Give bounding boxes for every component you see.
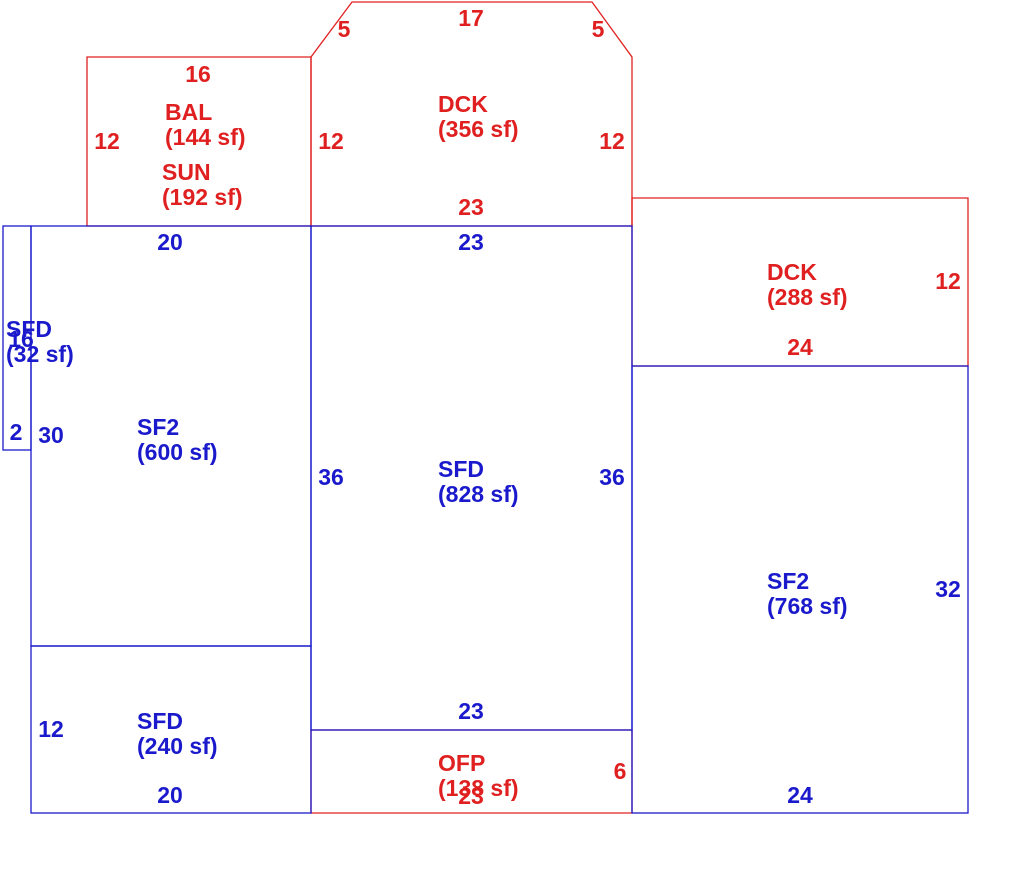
top-deck-area: (356 sf): [438, 116, 519, 142]
dimension-labels: 16 12 5 17 5 12 12 23 12 24 20 30 16 2 2…: [8, 5, 961, 809]
dim-sf2-left-side: 30: [38, 422, 64, 448]
dim-dck-bottom: 23: [458, 194, 484, 220]
sf2-left-code: SF2: [137, 414, 179, 440]
dim-right-deck-bottom: 24: [787, 334, 813, 360]
sfd-small-area: (32 sf): [6, 341, 74, 367]
dim-dck-left: 12: [318, 128, 344, 154]
ofp-area: (138 sf): [438, 775, 519, 801]
dim-dck-top: 17: [458, 5, 484, 31]
dim-sfd-center-left: 36: [318, 464, 344, 490]
living-areas: [2, 225, 969, 814]
dim-ofp-top: 23: [458, 698, 484, 724]
sfd-bottom-code: SFD: [137, 708, 183, 734]
dim-sfd-center-right: 36: [599, 464, 625, 490]
sun-code: SUN: [162, 159, 211, 185]
dim-bal-left: 12: [94, 128, 120, 154]
area-labels: BAL (144 sf) SUN (192 sf) DCK (356 sf) D…: [6, 91, 848, 801]
sfd-small-code: SFD: [6, 316, 52, 342]
sf2-right-outline: [631, 365, 969, 814]
sun-area: (192 sf): [162, 184, 243, 210]
sfd-center-area: (828 sf): [438, 481, 519, 507]
top-deck-code: DCK: [438, 91, 488, 117]
dim-sfd-bottom-side: 12: [38, 716, 64, 742]
dim-dck-angle-left: 5: [338, 16, 351, 42]
right-deck-area: (288 sf): [767, 284, 848, 310]
sfd-bottom-area: (240 sf): [137, 733, 218, 759]
dim-ofp-right: 6: [614, 758, 627, 784]
dim-dck-right: 12: [599, 128, 625, 154]
sfd-bottom-outline: [30, 645, 312, 814]
dim-sf2-right-side: 32: [935, 576, 961, 602]
dim-ofp-bottom: 23: [458, 783, 484, 809]
dim-sf2-left-top: 20: [157, 229, 183, 255]
dim-dck-angle-right: 5: [592, 16, 605, 42]
sf2-right-area: (768 sf): [767, 593, 848, 619]
sf2-left-area: (600 sf): [137, 439, 218, 465]
dim-sfd-bottom-bottom: 20: [157, 782, 183, 808]
bal-area: (144 sf): [165, 124, 246, 150]
dim-sf2-right-bottom: 24: [787, 782, 813, 808]
dim-bal-top: 16: [185, 61, 211, 87]
dim-sfd-small-width: 2: [10, 419, 23, 445]
dim-sfd-center-top: 23: [458, 229, 484, 255]
ofp-code: OFP: [438, 750, 485, 776]
sf2-right-code: SF2: [767, 568, 809, 594]
right-deck-code: DCK: [767, 259, 817, 285]
sfd-center-code: SFD: [438, 456, 484, 482]
dim-sfd-small-height: 16: [8, 326, 34, 352]
bal-code: BAL: [165, 99, 212, 125]
dim-right-deck-side: 12: [935, 268, 961, 294]
